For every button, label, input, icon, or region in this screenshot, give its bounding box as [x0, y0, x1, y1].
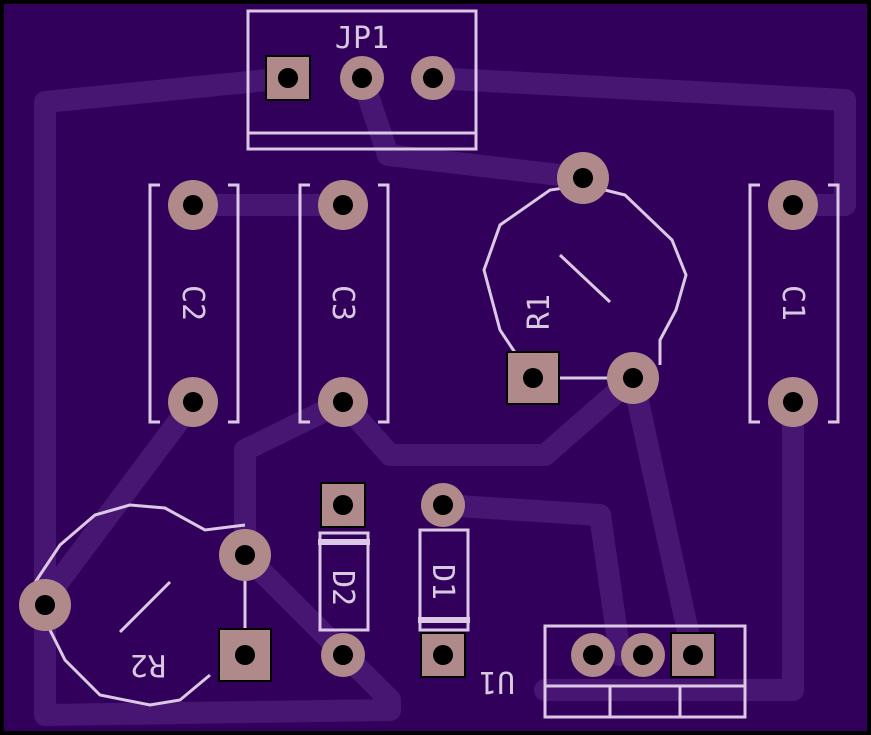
- d2-outline: [318, 531, 370, 632]
- u1-drill-3: [583, 645, 603, 665]
- r2-wiper-mark: [118, 580, 172, 634]
- d2-drill-2: [333, 645, 353, 665]
- r2-outline: [28, 503, 246, 707]
- c3-drill-1: [333, 195, 353, 215]
- d1-drill-1: [433, 645, 453, 665]
- trace-bottom-rail: [34, 589, 401, 726]
- label-d2: D2: [325, 570, 360, 606]
- r1-wiper-mark: [558, 253, 612, 304]
- label-d1: D1: [425, 564, 460, 600]
- label-c2: C2: [175, 285, 210, 321]
- label-c3: C3: [325, 285, 360, 321]
- jp1-outline: [246, 9, 478, 151]
- trace-jp1-r1: [351, 67, 596, 189]
- r1-drill-wiper: [573, 168, 593, 188]
- jp1-drill-3: [423, 68, 443, 88]
- d2-drill-1: [333, 495, 353, 515]
- r1-drill-2: [623, 368, 643, 388]
- r1-drill-1: [523, 368, 543, 388]
- d2-pad-1: [320, 482, 366, 528]
- r2-drill-1: [235, 645, 255, 665]
- jp1-drill-1: [278, 68, 298, 88]
- r2-drill-wiper: [35, 595, 55, 615]
- c2-drill-2: [183, 392, 203, 412]
- pad-layer: [19, 55, 818, 682]
- d1-outline: [418, 528, 470, 632]
- trace-d1-u1: [431, 494, 631, 666]
- label-u1: U1: [479, 664, 515, 699]
- trace-c2-r2: [34, 391, 204, 611]
- u1-pad-1: [670, 632, 716, 678]
- c3-drill-2: [333, 392, 353, 412]
- u1-drill-1: [683, 645, 703, 665]
- trace-c3-r1: [332, 367, 644, 466]
- jp1-drill-2: [352, 68, 372, 88]
- c1-outline: [748, 183, 840, 424]
- label-layer: JP1 C2 C3 C1 R1 R2 D1 D2 U1: [130, 21, 810, 699]
- c3-outline: [298, 183, 390, 424]
- trace-jp1-left-rail: [34, 67, 299, 611]
- label-c1: C1: [775, 285, 810, 321]
- label-r1: R1: [522, 294, 557, 330]
- trace-jp1-c1: [421, 67, 856, 216]
- r2-drill-2: [235, 545, 255, 565]
- u1-outline: [543, 624, 747, 719]
- d1-drill-2: [433, 495, 453, 515]
- silkscreen-layer: [28, 9, 840, 719]
- u1-drill-2: [633, 645, 653, 665]
- c1-drill-2: [783, 392, 803, 412]
- trace-c1-u1: [534, 391, 804, 701]
- c2-drill-1: [183, 195, 203, 215]
- trace-c3-r2: [234, 391, 354, 566]
- trace-r1-u1: [622, 367, 704, 666]
- trace-layer: [34, 67, 856, 726]
- label-r2: R2: [130, 647, 166, 682]
- board-substrate: [4, 4, 867, 731]
- label-jp1: JP1: [335, 21, 389, 56]
- c2-outline: [148, 183, 240, 424]
- c1-drill-1: [783, 195, 803, 215]
